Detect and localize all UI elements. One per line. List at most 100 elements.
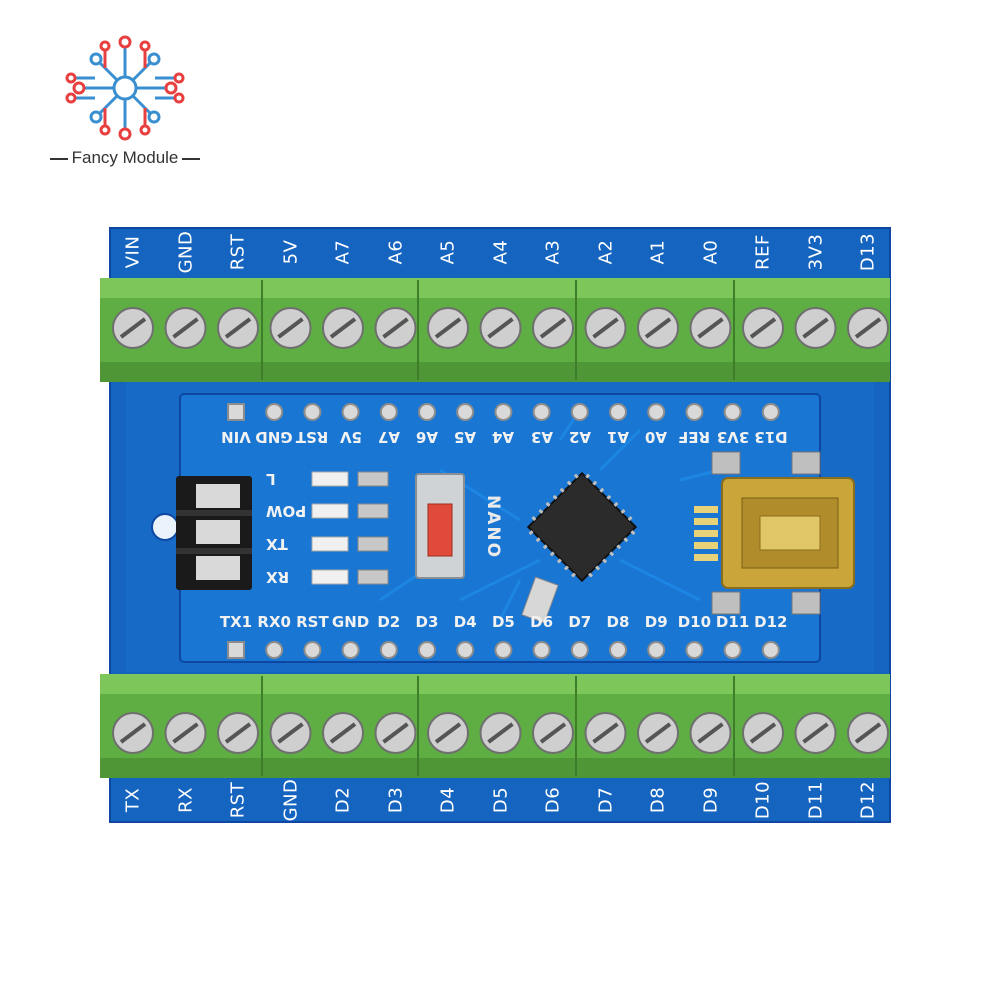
terminal-screw-slot <box>434 317 462 339</box>
terminal-screw-slot <box>697 722 724 744</box>
terminal-label: D3 <box>385 786 406 814</box>
crystal-oscillator <box>521 576 559 624</box>
nano-pin-label: A6 <box>415 428 439 446</box>
nano-pin-label: 5V <box>339 428 362 446</box>
terminal-screw-slot <box>224 722 252 744</box>
nano-pin-label: A0 <box>645 428 668 446</box>
nano-pin-label: VIN <box>221 428 251 446</box>
terminal-label: A3 <box>542 239 564 265</box>
terminal-screw-slot <box>172 722 199 744</box>
header-pin <box>685 403 704 421</box>
terminal-label: TX <box>122 787 144 813</box>
terminal-label: VIN <box>122 235 144 269</box>
header-pin <box>532 403 551 421</box>
nano-pin-label: A5 <box>454 428 477 446</box>
nano-pin-label: TX1 <box>219 613 253 631</box>
terminal-label: D13 <box>857 232 879 272</box>
header-pin <box>341 403 360 421</box>
mini-usb-connector <box>694 451 855 615</box>
terminal-label: A5 <box>437 239 459 265</box>
terminal-screw-slot <box>434 722 462 744</box>
header-pin <box>761 403 780 421</box>
brand-name: Fancy Module <box>36 148 214 168</box>
header-pin <box>379 403 398 421</box>
header-pin <box>418 641 436 659</box>
mounting-hole <box>151 513 179 541</box>
terminal-screw-slot <box>329 317 357 339</box>
led-label: POW <box>266 502 307 520</box>
terminal-label: D8 <box>647 786 669 814</box>
terminal-label: D9 <box>700 786 721 814</box>
terminal-screw-slot <box>749 317 777 339</box>
header-pin <box>456 403 475 421</box>
terminal-label: D10 <box>752 780 774 820</box>
terminal-label: D2 <box>332 786 354 814</box>
header-pin <box>723 403 742 421</box>
brand-logo-icon <box>65 35 185 141</box>
reset-button <box>415 473 465 579</box>
nano-pin-label: RX0 <box>257 613 291 631</box>
led-label: L <box>266 470 276 488</box>
terminal-label: RST <box>227 233 249 271</box>
terminal-screw-slot <box>802 317 829 339</box>
nano-pin-label: D6 <box>530 613 554 631</box>
terminal-screw-slot <box>119 317 147 339</box>
nano-pin-label: GND <box>331 613 370 631</box>
header-pin <box>570 403 589 421</box>
status-leds <box>311 471 389 585</box>
header-pin <box>341 641 360 659</box>
terminal-screw-slot <box>277 317 304 339</box>
terminal-screw-slot <box>539 317 567 339</box>
header-pin <box>456 641 475 659</box>
header-pin <box>494 641 513 659</box>
terminal-screw-slot <box>749 722 777 744</box>
nano-pin-label: A1 <box>606 428 630 446</box>
terminal-label: A7 <box>332 239 354 265</box>
header-pin <box>609 641 627 659</box>
nano-pin-label: D13 <box>754 428 788 446</box>
header-pin <box>723 641 742 659</box>
terminal-label: REF <box>752 234 774 270</box>
header-pin <box>418 403 436 421</box>
terminal-screw-slot <box>277 722 304 744</box>
header-pin <box>494 403 513 421</box>
led-label: RX <box>266 568 290 586</box>
header-pin <box>609 403 627 421</box>
nano-pin-label: 3V3 <box>716 428 749 446</box>
terminal-label: D11 <box>805 780 826 820</box>
header-pin <box>265 641 284 659</box>
header-pin <box>532 641 551 659</box>
terminal-label: GND <box>280 778 301 822</box>
header-pin <box>761 641 780 659</box>
terminal-label: A1 <box>647 239 669 265</box>
nano-pin-label: D9 <box>644 613 668 631</box>
terminal-screw-slot <box>802 722 829 744</box>
bottom-screws <box>112 712 889 754</box>
header-pin <box>647 641 666 659</box>
header-pin <box>647 403 666 421</box>
nano-pin-label: D2 <box>377 613 401 631</box>
nano-pin-label: D4 <box>453 613 477 631</box>
header-pin <box>303 641 322 659</box>
top-screws <box>112 307 889 349</box>
nano-pin-label: D10 <box>677 613 712 631</box>
terminal-screw-slot <box>644 317 672 339</box>
terminal-label: RX <box>175 787 196 813</box>
nano-top-pins <box>227 403 780 421</box>
nano-pin-label: REF <box>678 428 711 446</box>
header-pin <box>685 641 704 659</box>
nano-pin-label: A3 <box>530 428 553 446</box>
terminal-screw-slot <box>854 722 882 744</box>
terminal-label: A4 <box>490 239 511 265</box>
nano-board-name: NANO <box>483 494 503 560</box>
nano-bottom-pins <box>227 641 780 659</box>
header-pin <box>303 403 322 421</box>
nano-pin-label: D12 <box>754 613 788 631</box>
nano-pin-label: D7 <box>568 613 592 631</box>
terminal-label: D6 <box>542 786 564 814</box>
terminal-screw-slot <box>172 317 199 339</box>
nano-pin-label: RST <box>296 428 329 446</box>
nano-pin-label: D3 <box>415 613 439 631</box>
header-pin <box>570 641 589 659</box>
